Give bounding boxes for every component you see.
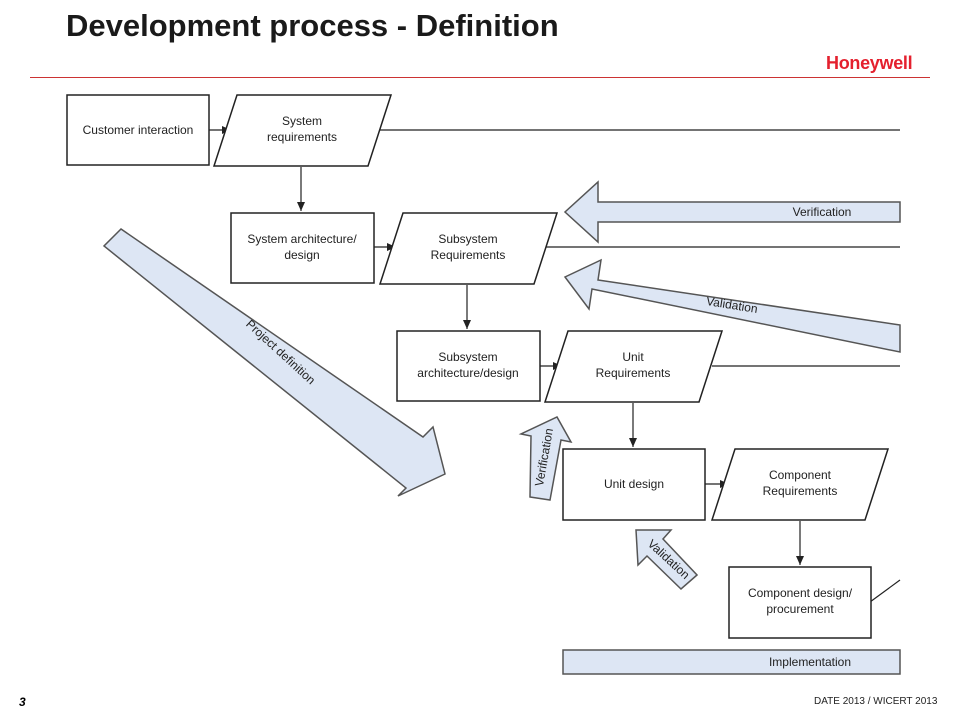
subsystem-architecture-label-1: Subsystem [438,350,497,364]
verification-top-arrow: Verification [563,180,901,244]
component-design-label-1: Component design/ [748,586,853,600]
footer-text: DATE 2013 / WICERT 2013 [814,696,938,707]
subsystem-architecture-label-2: architecture/design [417,366,518,380]
verification-top-label: Verification [793,205,852,219]
unit-requirements-label-1: Unit [622,350,644,364]
validation-small-arrow: Validation [635,529,699,591]
component-requirements-label-1: Component [769,468,832,482]
unit-design-box: Unit design [562,448,706,521]
component-requirements-label-2: Requirements [763,484,838,498]
title-divider [30,77,930,78]
subsystem-requirements-label-2: Requirements [431,248,506,262]
customer-interaction-label: Customer interaction [83,123,194,137]
unit-design-label: Unit design [604,477,664,491]
component-design-box: Component design/ procurement [728,566,872,639]
customer-interaction-box: Customer interaction [66,94,210,166]
verification-small-arrow: Verification [518,416,573,501]
system-requirements-label-2: requirements [267,130,337,144]
slide-title: Development process - Definition [66,8,559,43]
unit-requirements-node: Unit Requirements [543,330,724,403]
system-architecture-label-2: design [284,248,319,262]
subsystem-requirements-label-1: Subsystem [438,232,497,246]
component-requirements-node: Component Requirements [710,448,890,521]
component-design-label-2: procurement [766,602,834,616]
implementation-label: Implementation [769,655,851,669]
honeywell-logo: Honeywell [826,53,913,73]
validation-top-arrow: Validation [563,258,901,353]
system-architecture-label-1: System architecture/ [247,232,357,246]
system-architecture-box: System architecture/ design [230,212,375,284]
system-requirements-label-1: System [282,114,322,128]
subsystem-requirements-node: Subsystem Requirements [378,212,559,285]
system-requirements-node: System requirements [212,94,393,167]
page-number: 3 [19,695,26,709]
subsystem-architecture-box: Subsystem architecture/design [396,330,541,402]
unit-requirements-label-2: Requirements [596,366,671,380]
implementation-bar: Implementation [562,649,901,675]
